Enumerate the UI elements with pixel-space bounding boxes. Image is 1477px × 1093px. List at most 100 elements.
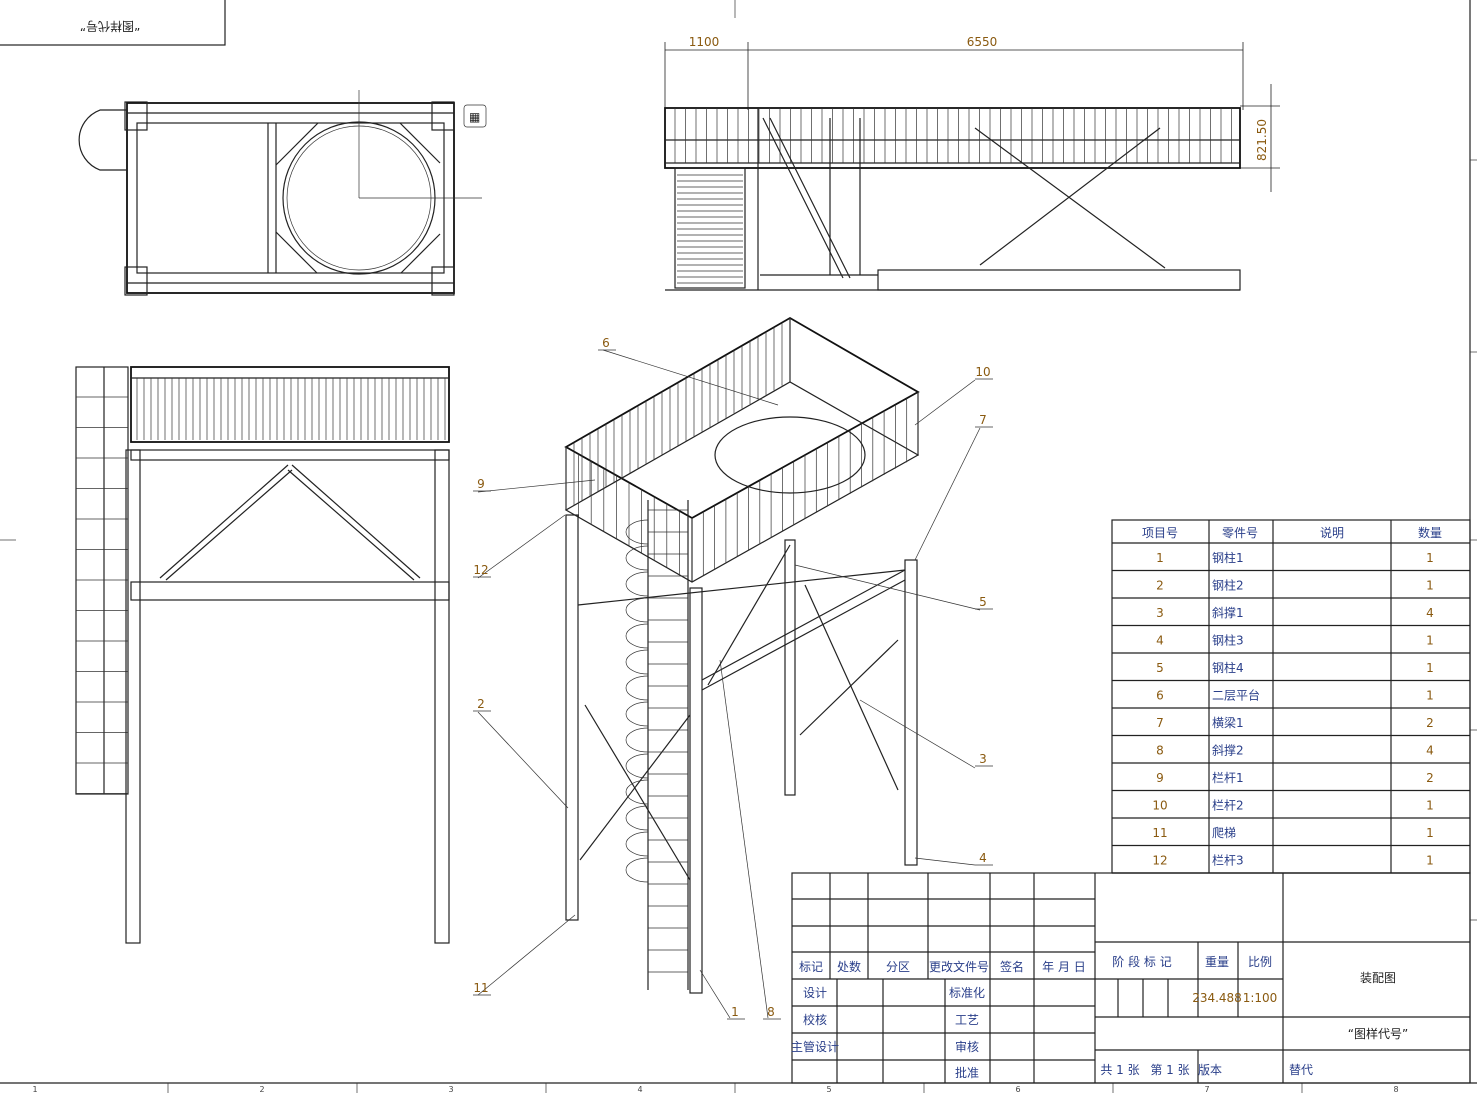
balloon-4: 4 — [979, 851, 987, 865]
tb-review: 审核 — [955, 1039, 979, 1054]
top-plan-view: ▦ — [78, 90, 487, 296]
bom-part-name: 钢柱1 — [1212, 550, 1244, 565]
tb-chief: 主管设计 — [791, 1039, 839, 1054]
balloon-8: 8 — [767, 1005, 775, 1019]
bom-item-no: 8 — [1156, 743, 1164, 757]
balloon-10: 10 — [975, 365, 990, 379]
tb-sign: 签名 — [1000, 959, 1024, 974]
bom-item-no: 6 — [1156, 688, 1164, 702]
bom-item-no: 9 — [1156, 771, 1164, 785]
tb-scale: 1:100 — [1243, 991, 1278, 1005]
bom-qty: 1 — [1426, 853, 1434, 867]
tb-date: 年 月 日 — [1042, 960, 1086, 974]
tb-weight: 234.488 — [1192, 991, 1242, 1005]
bom-qty: 1 — [1426, 578, 1434, 592]
balloon-6: 6 — [602, 336, 610, 350]
tb-scale-label: 比例 — [1248, 955, 1272, 969]
bom-qty: 1 — [1426, 633, 1434, 647]
bom-item-no: 2 — [1156, 578, 1164, 592]
balloon-1: 1 — [731, 1005, 739, 1019]
tb-design: 设计 — [803, 986, 827, 1000]
tb-drawing-code: “图样代号” — [1348, 1026, 1408, 1041]
bom-part-name: 爬梯 — [1212, 826, 1236, 840]
bom-header: 数量 — [1418, 525, 1442, 540]
zone-5: 5 — [826, 1085, 831, 1093]
dimension-821: 821.50 — [1255, 119, 1269, 161]
tb-weight-label: 重量 — [1205, 955, 1229, 969]
bom-part-name: 钢柱4 — [1212, 660, 1244, 675]
balloon-2: 2 — [477, 697, 485, 711]
tb-stage: 阶 段 标 记 — [1112, 954, 1171, 969]
view-icon[interactable]: ▦ — [469, 110, 480, 124]
zone-2: 2 — [259, 1085, 264, 1093]
tb-sheets: 共 1 张 — [1100, 1063, 1139, 1077]
mirrored-code-box: “图样代号” — [0, 0, 226, 46]
bom-header: 零件号 — [1222, 526, 1258, 540]
zone-8: 8 — [1393, 1085, 1398, 1093]
bom-qty: 4 — [1426, 743, 1434, 757]
title-block: 标记 处数 分区 更改文件号 签名 年 月 日 设计 校核 主管设计 标准化 工… — [791, 872, 1471, 1084]
bom-item-no: 5 — [1156, 661, 1164, 675]
bom-item-no: 10 — [1152, 798, 1167, 812]
tb-process: 工艺 — [955, 1013, 979, 1027]
bom-header: 项目号 — [1142, 526, 1178, 540]
bom-part-name: 栏杆3 — [1212, 852, 1244, 867]
bom-qty: 1 — [1426, 798, 1434, 812]
bom-part-name: 二层平台 — [1212, 687, 1260, 702]
balloon-3: 3 — [979, 752, 987, 766]
tb-drawing-title: 装配图 — [1360, 971, 1396, 985]
zone-markers: 1 2 3 4 5 6 7 8 — [32, 1083, 1399, 1093]
zone-6: 6 — [1015, 1085, 1020, 1093]
bom-part-name: 栏杆2 — [1212, 797, 1244, 812]
bom-border — [1111, 519, 1471, 874]
cage-hoop — [625, 597, 649, 623]
zone-7: 7 — [1204, 1085, 1209, 1093]
balloon-7: 7 — [979, 413, 987, 427]
balloon-12: 12 — [473, 563, 488, 577]
balloon-5: 5 — [979, 595, 987, 609]
balloon-11: 11 — [473, 981, 488, 995]
cage-hoop — [625, 831, 649, 857]
bom-qty: 2 — [1426, 716, 1434, 730]
cage-hoop — [625, 857, 649, 883]
front-elevation-view: 1100 6550 821.50 — [664, 35, 1280, 291]
zone-3: 3 — [448, 1085, 453, 1093]
cage-hoop — [625, 675, 649, 701]
bom-item-no: 12 — [1152, 853, 1167, 867]
bom-part-name: 栏杆1 — [1212, 770, 1244, 785]
tb-zone: 分区 — [886, 960, 910, 974]
cage-hoop — [625, 727, 649, 753]
bom-item-no: 1 — [1156, 551, 1164, 565]
bom-part-name: 钢柱3 — [1212, 632, 1244, 647]
tb-standard: 标准化 — [949, 986, 985, 1000]
bom-qty: 1 — [1426, 551, 1434, 565]
dimension-6550: 6550 — [967, 35, 998, 49]
bom-part-name: 斜撑2 — [1212, 742, 1244, 757]
cage-hoop — [625, 519, 649, 545]
mirrored-code-label: “图样代号” — [80, 19, 140, 34]
tb-sheet-no: 第 1 张 — [1150, 1063, 1189, 1077]
bom-item-no: 4 — [1156, 633, 1164, 647]
side-elevation-view — [75, 366, 450, 944]
balloon-9: 9 — [477, 477, 485, 491]
tb-change-doc: 更改文件号 — [929, 959, 989, 974]
zone-4: 4 — [637, 1085, 642, 1093]
bom-qty: 4 — [1426, 606, 1434, 620]
cage-hoop — [625, 571, 649, 597]
cage-hoop — [625, 623, 649, 649]
bom-item-no: 7 — [1156, 716, 1164, 730]
cage-hoop — [625, 805, 649, 831]
dimension-1100: 1100 — [689, 35, 720, 49]
bom-part-name: 钢柱2 — [1212, 577, 1244, 592]
bom-part-name: 横梁1 — [1212, 715, 1244, 730]
bom-qty: 1 — [1426, 661, 1434, 675]
tb-check: 校核 — [803, 1012, 827, 1027]
zone-1: 1 — [32, 1085, 37, 1093]
bom-part-name: 斜撑1 — [1212, 605, 1244, 620]
cage-hoop — [625, 545, 649, 571]
bom-qty: 1 — [1426, 688, 1434, 702]
bom-qty: 1 — [1426, 826, 1434, 840]
